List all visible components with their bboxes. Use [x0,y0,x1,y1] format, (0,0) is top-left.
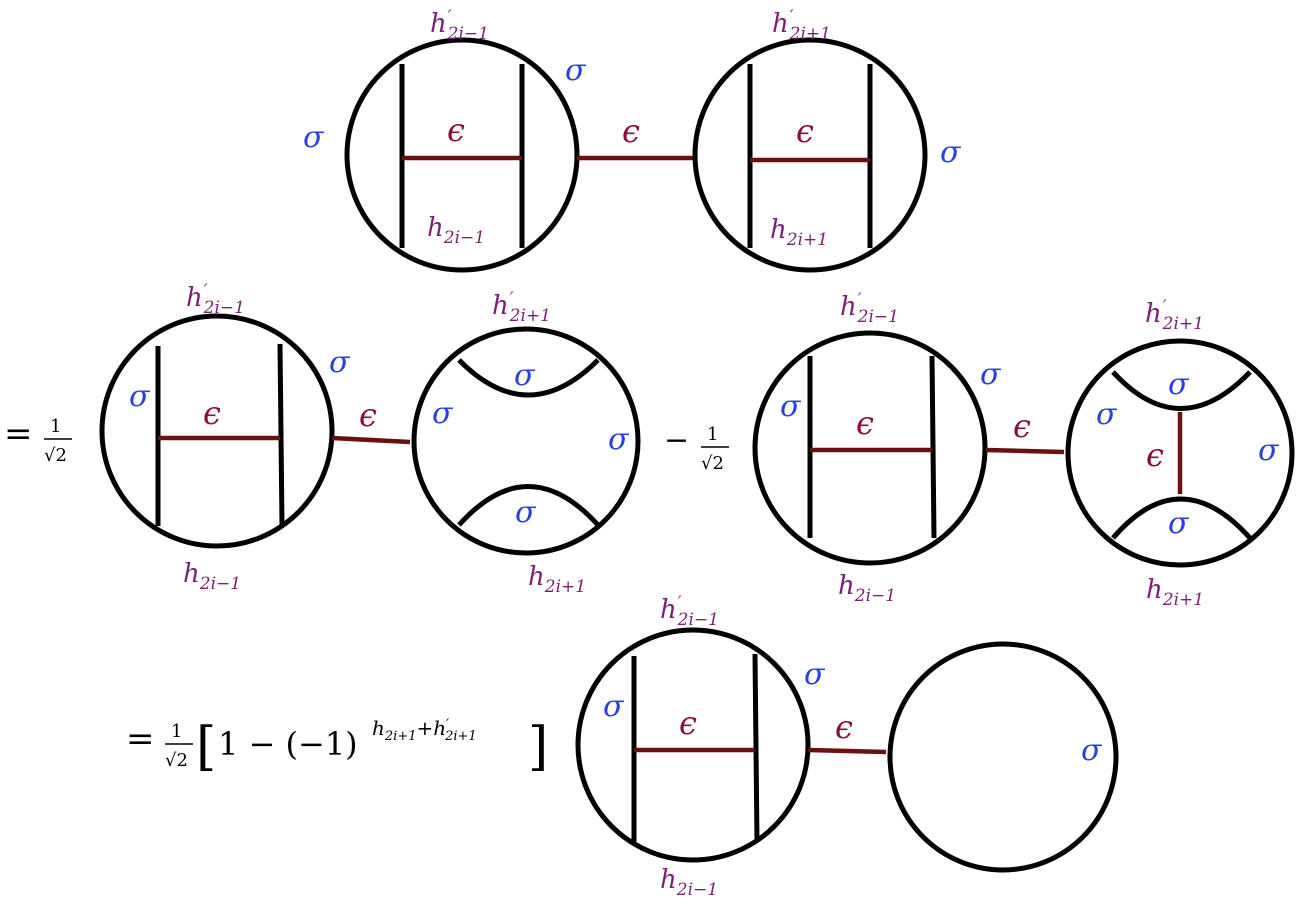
row2-c-h-2im1: h2i−1 [838,571,896,606]
row3-e-hprime-2im1: h′2i−1 [660,593,719,630]
row3-f-circle [887,641,1119,873]
row2-c-circle [752,330,988,566]
row1-left-circle [344,37,580,273]
row2-ab-connector [331,435,411,445]
row2-frac2-den: √2 [701,453,724,474]
row2-a-epsilon: ϵ [203,394,221,432]
row2-d-hprime-2ip1: h′2i+1 [1145,297,1204,334]
row3-bracket-close: ] [528,717,548,777]
row2-ab-epsilon: ϵ [359,396,377,434]
row2-c-sigma-left: σ [780,389,802,424]
row3-ef-connector [807,747,887,755]
row1-sigma-right: σ [940,135,962,170]
row3-e-h-2im1: h2i−1 [660,865,718,900]
row2-c-epsilon: ϵ [856,404,874,442]
row3-e-sigma-top: σ [804,657,826,692]
row3-f-sigma: σ [1081,733,1103,768]
row2-b-arc-bottom [457,484,600,527]
row2-a-strand-right [277,343,285,527]
row2-a-circle [99,313,335,549]
row2-b-sigma-top: σ [514,358,536,393]
row2-a-sigma-left: σ [129,379,151,414]
row2-minus: − [664,423,689,458]
row2-d-sigma-left: σ [1096,397,1118,432]
row2-b-sigma-right: σ [608,422,630,457]
row3-frac-den: √2 [165,750,188,771]
row1-epsilon-left: ϵ [447,111,465,149]
row1-sigma-top: σ [565,53,587,88]
row1-hprime-2ip1: h′2i+1 [772,7,831,44]
row3-e-sigma-left: σ [603,689,625,724]
row2-b-sigma-left: σ [432,396,454,431]
row2-a-hprime-2im1: h′2i−1 [186,281,245,318]
row2-d-sigma-top: σ [1168,367,1190,402]
row1-right-circle [692,37,928,273]
row-2: = 1 √2 − 1 √2 h′2i−1 h2i−1 h′2i+1 h2i+ [4,281,1295,610]
row2-c-sigma-top: σ [980,357,1002,392]
row2-cd-epsilon: ϵ [1013,407,1031,445]
row2-a-sigma-top: σ [329,345,351,380]
row3-e-circle [575,627,811,863]
row1-sigma-left: σ [303,120,325,155]
row-1: h′2i−1 h′2i+1 h2i−1 h2i+1 σ σ σ ϵ ϵ ϵ [303,7,962,273]
row2-c-hprime-2im1: h′2i−1 [840,290,899,327]
row1-hprime-2im1: h′2i−1 [430,7,489,44]
row2-b-sigma-bottom: σ [515,495,537,530]
row2-d-arc-bottom [1111,496,1252,540]
row1-epsilon-right: ϵ [796,112,814,150]
row2-b-circle [411,326,641,556]
row1-h-2ip1: h2i+1 [770,215,828,250]
row2-frac-den: √2 [44,445,67,466]
row2-b-h-2ip1: h2i+1 [528,562,586,597]
row3-equals: = [126,719,155,759]
row2-d-arc-top [1111,370,1252,411]
row3-exponent: h2i+1+h′2i+1 [372,716,477,744]
row2-frac2-num: 1 [707,424,718,445]
row2-b-hprime-2ip1: h′2i+1 [492,289,551,326]
row3-ef-epsilon: ϵ [835,708,853,746]
row-3: = 1 √2 [ 1 − (−1) h2i+1+h′2i+1 ] h′2i−1 … [126,593,1119,900]
row2-d-epsilon: ϵ [1146,436,1164,474]
row3-bracket-open: [ [196,717,216,777]
row2-b-arc-top [457,358,600,398]
row2-d-circle [1065,338,1295,568]
row1-epsilon-connector: ϵ [622,112,640,150]
row3-e-strand-right [752,653,760,843]
row2-d-sigma-right: σ [1258,433,1280,468]
row3-frac-num: 1 [171,721,182,742]
row2-cd-connector [985,447,1065,455]
row2-frac-num: 1 [50,416,61,437]
row2-c-strand-right [929,355,937,539]
row3-e-epsilon: ϵ [679,704,697,742]
row2-d-sigma-bottom: σ [1168,506,1190,541]
row2-equals: = [4,414,33,454]
row2-d-h-2ip1: h2i+1 [1146,575,1204,610]
row2-a-h-2im1: h2i−1 [183,559,241,594]
row1-h-2im1: h2i−1 [427,213,485,248]
row3-bracket-body: 1 − (−1) [218,725,358,763]
